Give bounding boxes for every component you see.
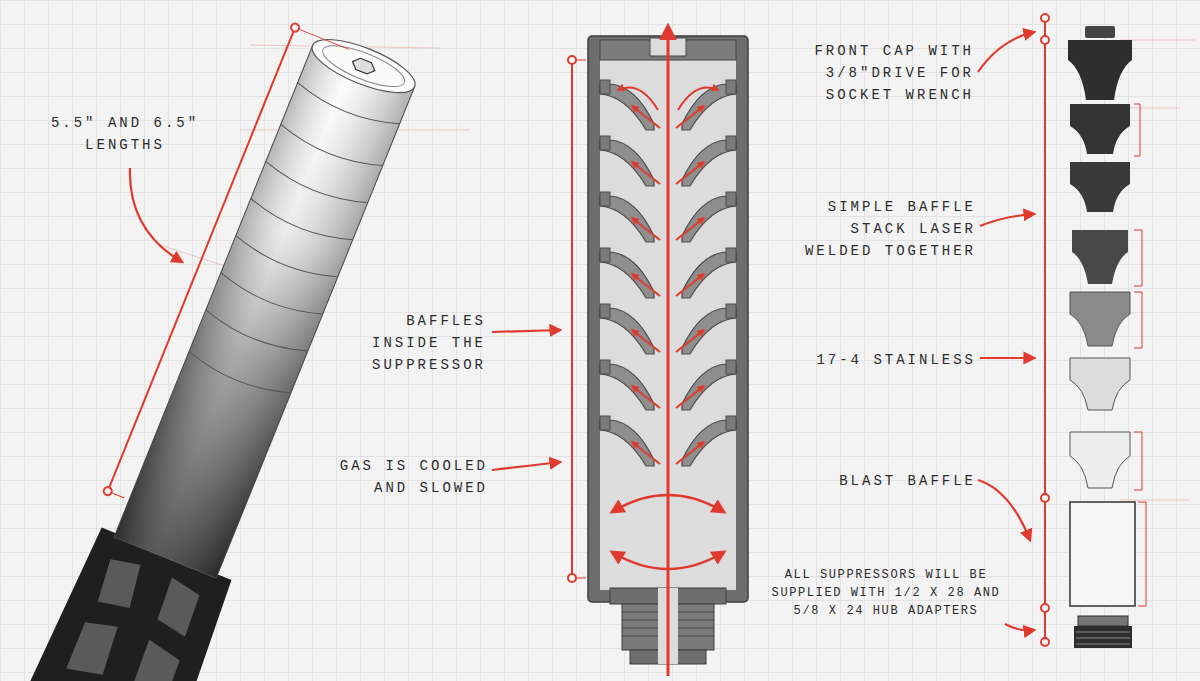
stack-node: [1041, 14, 1049, 22]
handguard-slot: [153, 578, 203, 637]
flow-arrow: [618, 88, 658, 111]
callout-label: GAS IS COOLED AND SLOWED: [328, 455, 488, 499]
stack-node: [1041, 494, 1049, 502]
ring-line: [277, 124, 382, 174]
ring-line: [217, 273, 322, 323]
bracket-end: [103, 486, 113, 496]
hub-adapter: [1074, 626, 1132, 648]
baffle-part: [1070, 292, 1130, 346]
leader-arrow: [980, 214, 1034, 226]
part-bracket: [1138, 502, 1146, 606]
ring-line: [203, 310, 308, 360]
front-cap-face: [306, 29, 421, 104]
leader-arrow: [130, 168, 182, 262]
hub-adapter-top: [1078, 616, 1128, 626]
section-bracket: [568, 56, 586, 582]
stack-node: [1041, 604, 1049, 612]
part-bracket: [1134, 104, 1140, 156]
baffle-part: [1070, 162, 1130, 212]
adapter-threads: [1076, 632, 1130, 644]
callout-label: FRONT CAP WITH 3/8"DRIVE FOR SOCKET WREN…: [800, 40, 974, 106]
callout-label: ALL SUPPRESSORS WILL BE SUPPLIED WITH 1/…: [770, 566, 1002, 620]
blast-baffle-part: [1070, 502, 1135, 606]
baffle-part: [1070, 104, 1130, 154]
thread: [1076, 644, 1130, 645]
flow-arrow: [678, 88, 718, 111]
part-bracket: [1134, 230, 1142, 286]
ring-line: [247, 198, 352, 248]
part-bracket: [1134, 432, 1142, 490]
callout-label: BAFFLES INSIDE THE SUPPRESSOR: [362, 310, 486, 376]
bracket-end: [568, 56, 576, 64]
ring-line: [232, 236, 337, 286]
gas-flow: [612, 26, 724, 676]
ring-line: [186, 351, 291, 401]
baffle-part: [1072, 230, 1128, 284]
exploded-stack: [1068, 26, 1135, 648]
stack-line: [1041, 14, 1049, 646]
hex-socket: [350, 56, 377, 76]
callout-label: BLAST BAFFLE: [790, 470, 976, 492]
handguard-slot: [127, 640, 184, 681]
bracket-end: [568, 574, 576, 582]
front-cap-part: [1068, 40, 1132, 100]
baffle-rings: [186, 83, 400, 401]
bore-axis-arrow: [667, 26, 670, 676]
cap-rim: [318, 38, 409, 95]
leader-arrow: [492, 330, 560, 332]
leader-arrow: [492, 462, 560, 470]
ring-line: [262, 161, 367, 211]
handguard-slot: [94, 554, 146, 614]
callout-label: SIMPLE BAFFLE STACK LASER WELDED TOGETHE…: [792, 196, 976, 262]
leader-arrow: [978, 32, 1034, 72]
bracket-end: [290, 22, 300, 32]
callout-label: 5.5" AND 6.5" LENGTHS: [50, 112, 200, 156]
baffle-part: [1070, 432, 1130, 488]
thread: [1076, 632, 1130, 633]
bracket-line: [108, 28, 295, 492]
stack-node: [1041, 36, 1049, 44]
leader-arrow: [978, 480, 1030, 540]
part-brackets: [1134, 104, 1146, 606]
leader-arrows: [978, 32, 1034, 630]
handguard-slot: [66, 615, 121, 681]
construction-line: [1120, 500, 1190, 501]
bracket-tick: [295, 28, 349, 50]
length-bracket: [103, 22, 351, 516]
callout-label: 17-4 STAINLESS: [790, 349, 976, 371]
stack-axis: [1044, 18, 1046, 642]
part-bracket: [1134, 292, 1142, 348]
cap-drive: [1085, 26, 1115, 38]
thread: [1076, 638, 1130, 639]
leader-arrow: [1005, 624, 1034, 630]
leader-arrow: [980, 357, 1034, 359]
stack-node: [1041, 638, 1049, 646]
baffle-part: [1070, 358, 1130, 410]
bracket-line: [571, 60, 573, 578]
